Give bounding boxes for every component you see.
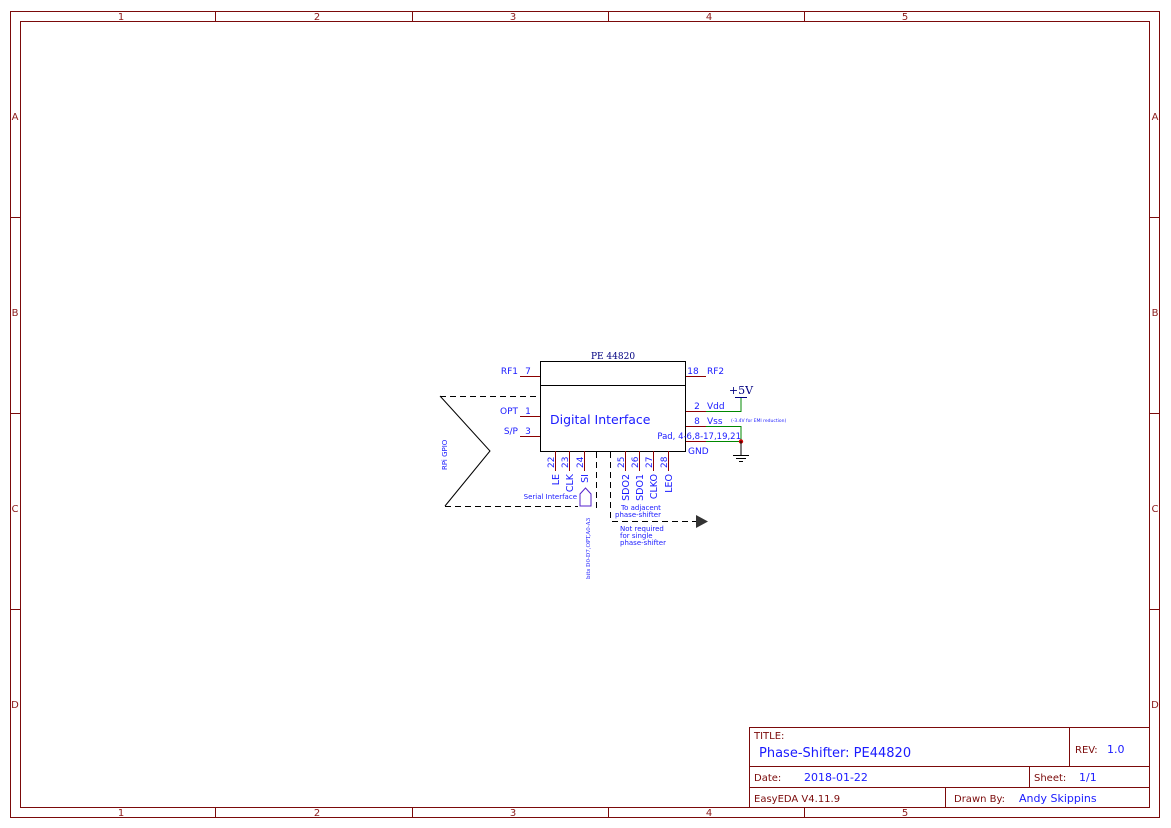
- not-required-note: phase-shifter: [620, 539, 666, 547]
- row-label: A: [1152, 112, 1159, 123]
- pin-name-si: SI: [580, 474, 591, 483]
- pin-name-gnd: GND: [688, 447, 709, 457]
- arrow-right-icon: [696, 515, 708, 528]
- pin-num: 27: [645, 457, 655, 468]
- date-label: Date:: [754, 773, 781, 784]
- pin-name-clko: CLKO: [649, 474, 660, 499]
- section-label: Digital Interface: [550, 412, 651, 427]
- serial-interface-port[interactable]: Serial Interface bits D0-D7,OPT,A0-A3: [524, 487, 592, 579]
- rpi-gpio-label: RPi GPIO: [441, 439, 449, 470]
- row-label: C: [12, 504, 19, 515]
- rpi-gpio-connector: RPi GPIO: [439, 395, 578, 507]
- component-name: PE 44820: [591, 352, 635, 362]
- pin-name-vss: Vss: [707, 417, 723, 427]
- pin-num: 8: [694, 417, 700, 427]
- drawn-by-value: Andy Skippins: [1019, 792, 1097, 805]
- pin-num: 26: [631, 456, 641, 468]
- column-labels-bottom: 1 2 3 4 5: [118, 808, 908, 819]
- pin-name-leo: LEO: [664, 474, 675, 493]
- column-label: 4: [706, 12, 712, 23]
- bottom-pins: 22 23 24 25 26 27 28 LE CLK SI SDO2 SDO1…: [547, 451, 675, 501]
- pin-num-pad: Pad, 4-6,8-17,19,21: [657, 432, 741, 442]
- tool-version: EasyEDA V4.11.9: [754, 794, 840, 805]
- serial-interface-label: Serial Interface: [524, 493, 577, 501]
- row-label: A: [12, 112, 19, 123]
- row-label: D: [1151, 700, 1159, 711]
- serial-bits-label: bits D0-D7,OPT,A0-A3: [586, 517, 592, 579]
- column-labels-top: 1 2 3 4 5: [118, 12, 908, 23]
- pin-num: 25: [617, 457, 627, 468]
- rev-value: 1.0: [1107, 743, 1125, 756]
- vdd-power-label: +5V: [729, 384, 754, 397]
- port-flag-icon: [579, 487, 592, 507]
- row-label: C: [1152, 504, 1159, 515]
- pin-num: 28: [660, 456, 670, 468]
- column-label: 1: [118, 12, 124, 23]
- pin-name-opt: OPT: [500, 407, 519, 417]
- pin-name-rf2: RF2: [707, 367, 724, 377]
- right-pins: 18 RF2 2 Vdd 8 Vss Pad, 4-6,8-17,19,21 G…: [657, 367, 741, 457]
- power-net: +5V (-3.4V for EMI reduction): [706, 384, 786, 462]
- left-pins: RF1 7 OPT 1 S/P 3: [500, 367, 540, 437]
- pin-num: 3: [525, 427, 531, 437]
- pin-name-sdo2: SDO2: [621, 474, 632, 501]
- pin-num: 22: [547, 457, 557, 468]
- row-label: B: [12, 308, 19, 319]
- row-labels-right: A B C D: [1151, 112, 1159, 711]
- pin-num: 24: [576, 456, 586, 468]
- pin-name-sp: S/P: [504, 427, 519, 437]
- column-label: 2: [314, 12, 320, 23]
- vss-note: (-3.4V for EMI reduction): [731, 418, 786, 424]
- row-label: B: [1152, 308, 1159, 319]
- pin-name-sdo1: SDO1: [635, 474, 646, 501]
- sheet-label: Sheet:: [1034, 773, 1066, 784]
- column-label: 3: [510, 12, 516, 23]
- daisy-chain-bus: To adjacent phase-shifter Not required f…: [596, 452, 708, 547]
- drawn-by-label: Drawn By:: [954, 794, 1005, 805]
- column-label: 4: [706, 808, 712, 819]
- title-label: TITLE:: [753, 731, 784, 742]
- column-label: 1: [118, 808, 124, 819]
- row-labels-left: A B C D: [11, 112, 19, 711]
- sheet-frame: [10, 11, 1160, 818]
- sheet-value: 1/1: [1079, 771, 1097, 784]
- pin-num: 7: [525, 367, 531, 377]
- pin-name-le: LE: [551, 474, 562, 485]
- pin-num: 23: [561, 457, 571, 468]
- pin-num: 1: [525, 407, 531, 417]
- adjacent-note: phase-shifter: [615, 511, 661, 519]
- not-required-note: Not required: [620, 525, 664, 533]
- title-block: TITLE: Phase-Shifter: PE44820 REV: 1.0 D…: [749, 727, 1150, 808]
- adjacent-note: To adjacent: [620, 504, 661, 512]
- not-required-note: for single: [620, 532, 653, 540]
- column-label: 5: [902, 12, 908, 23]
- ground-icon: [733, 455, 749, 462]
- date-value: 2018-01-22: [804, 771, 868, 784]
- schematic-title: Phase-Shifter: PE44820: [759, 746, 911, 761]
- pin-name-clk: CLK: [565, 473, 576, 492]
- row-label: D: [11, 700, 19, 711]
- pin-name-vdd: Vdd: [707, 402, 725, 412]
- column-label: 2: [314, 808, 320, 819]
- column-label: 3: [510, 808, 516, 819]
- rev-label: REV:: [1075, 745, 1098, 756]
- pin-num: 2: [694, 402, 700, 412]
- column-label: 5: [902, 808, 908, 819]
- pe44820-component[interactable]: PE 44820 Digital Interface: [540, 352, 686, 452]
- pin-name-rf1: RF1: [501, 367, 518, 377]
- pin-num: 18: [687, 367, 699, 377]
